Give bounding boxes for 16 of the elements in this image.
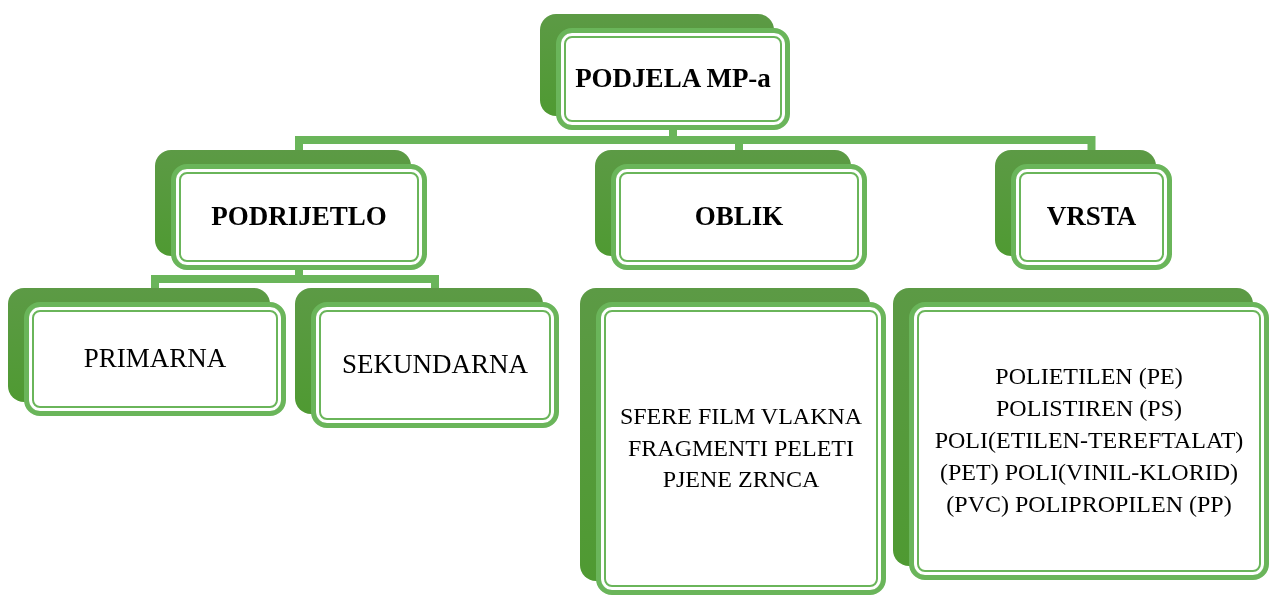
node-text: SEKUNDARNA [342,349,528,381]
node-text: PODRIJETLO [211,201,387,233]
tree-box [8,288,286,416]
tree-box [995,150,1172,270]
node-text: VRSTA [1046,201,1137,233]
tree-box [155,150,427,270]
tree-box [580,288,886,595]
node-text: SFERE FILM VLAKNA FRAGMENTI PELETI PJENE ZRNCA [618,401,864,495]
tree-box [595,150,867,270]
tree-box [540,14,790,130]
node-text: PODJELA MP-a [575,63,771,95]
tree-box [295,288,559,428]
tree-box [893,288,1269,580]
node-text: POLIETILEN (PE) POLISTIREN (PS) POLI(ETILEN-TEREFTALAT) (PET) POLI(VINIL-KLORID) (PVC) POLIPROPILEN (PP) [933,362,1245,519]
node-text: OBLIK [694,201,784,233]
node-text: PRIMARNA [83,343,227,375]
